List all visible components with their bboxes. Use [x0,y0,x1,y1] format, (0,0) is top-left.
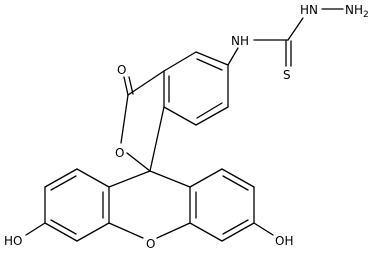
bond-left-oxy [108,222,144,239]
bond-ring1-e [195,106,229,126]
atom-oh-right: OH [275,234,293,248]
bond-carbonyl-o-lactone [120,94,129,144]
atom-nh2-main: NH [345,3,363,17]
atom-ho-left: HO [4,234,22,248]
bond-c-nh-upper [287,17,304,41]
bond-right-inner-2 [222,219,249,235]
atom-o-xanthene: O [146,237,155,251]
bond-ring1-carbonyl-c [127,70,165,96]
bond-right-f [189,168,223,188]
atom-nh-amide: NH [231,34,249,48]
bond-ring1-d [163,106,197,126]
atom-o-carbonyl: O [117,63,126,77]
atom-hn-upper: HN [300,3,318,17]
bond-carbonyl-b [128,76,134,95]
bond-right-inner-3 [222,175,249,191]
bond-o-lactone-spiro [126,152,151,172]
bond-left-ho [25,222,46,236]
bond-left-c [44,222,78,242]
bond-left-f [76,168,110,188]
bond-ring1-b [163,51,197,72]
bond-spiro-left [108,170,151,188]
bond-left-inner-3 [50,175,77,191]
bond-spiro-right [149,170,191,188]
bond-right-b [189,222,223,242]
bond-right-e [221,168,255,188]
bond-carbonyl-a [123,76,129,96]
bond-ring1-a [195,51,229,66]
bond-ring1-inner-3 [196,102,223,119]
atom-o-lactone: O [115,146,124,160]
bond-right-oh [253,222,274,236]
bond-right-c [221,222,255,242]
atom-s: S [283,68,291,82]
atom-nh2-subscript: 2 [363,10,369,20]
bond-left-inner-2 [50,219,77,235]
bond-ring-nh [227,47,239,66]
bond-right-oxy [156,222,191,239]
bond-left-b [76,222,110,242]
atom-nh2: NH2 [345,3,369,20]
bond-left-e [44,168,78,188]
bond-ring1-inner-1 [196,58,223,71]
bond-spiro-ring1 [149,106,165,172]
